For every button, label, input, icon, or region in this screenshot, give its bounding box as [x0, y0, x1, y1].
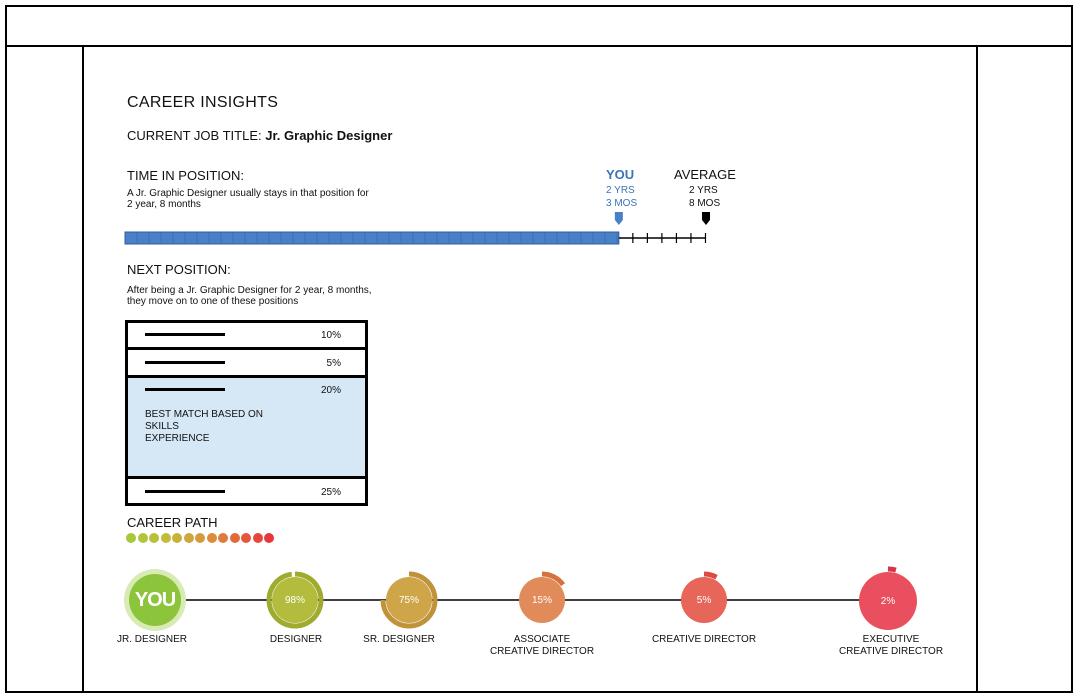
career-scale-dot: [149, 533, 159, 543]
associate-node-value: 15%: [531, 594, 552, 606]
time-desc-line1: A Jr. Graphic Designer usually stays in …: [127, 188, 369, 199]
designer-ring: [266, 571, 324, 629]
executive-ring: [887, 566, 897, 573]
time-in-position-heading: TIME IN POSITION:: [127, 168, 245, 183]
career-path-color-scale: [126, 533, 286, 544]
time-desc-line2: 2 year, 8 months: [127, 199, 201, 210]
position-percent: 20%: [320, 385, 341, 396]
position-option-best-match[interactable]: 20% BEST MATCH BASED ON SKILLS EXPERIENC…: [125, 375, 368, 479]
career-scale-dot: [241, 533, 251, 543]
creative-director-node[interactable]: 5%: [681, 577, 727, 623]
position-title-placeholder: [145, 490, 225, 493]
career-scale-dot: [172, 533, 182, 543]
associate-ring: [541, 571, 566, 587]
best-match-skills: SKILLS: [145, 421, 179, 432]
career-scale-dot: [252, 533, 263, 543]
position-title-placeholder: [145, 388, 225, 391]
designer-node[interactable]: 98%: [272, 577, 318, 623]
position-title-placeholder: [145, 361, 225, 364]
career-scale-dot: [183, 533, 194, 543]
node-label-sr-designer: SR. DESIGNER: [363, 634, 435, 645]
you-node[interactable]: YOU: [124, 569, 186, 631]
career-scale-dot: [229, 533, 240, 543]
position-title-placeholder: [145, 333, 225, 336]
you-node-inner: YOU: [129, 574, 181, 626]
job-title-label: CURRENT JOB TITLE:: [127, 128, 262, 143]
career-scale-dot: [218, 533, 228, 543]
average-label: AVERAGE: [674, 167, 736, 182]
sr-designer-node-value: 75%: [398, 594, 419, 606]
career-scale-dot: [137, 533, 148, 543]
sr-designer-ring: [380, 571, 438, 629]
position-percent: 10%: [320, 330, 341, 341]
best-match-note: BEST MATCH BASED ON: [145, 409, 263, 420]
creative-director-ring: [703, 571, 718, 580]
career-scale-dot: [160, 533, 171, 543]
you-marker: [614, 212, 623, 225]
average-marker: [702, 212, 710, 225]
creative-director-node-value: 5%: [696, 594, 712, 606]
executive-node-value: 2%: [880, 595, 896, 607]
position-percent: 5%: [326, 358, 341, 369]
node-label-designer: DESIGNER: [269, 634, 323, 645]
career-path-heading: CAREER PATH: [127, 515, 218, 530]
position-option[interactable]: 25%: [125, 476, 368, 506]
node-label-executive-creative-director: EXECUTIVE CREATIVE DIRECTOR: [838, 634, 944, 657]
designer-node-value: 98%: [284, 594, 305, 606]
executive-creative-director-node[interactable]: 2%: [859, 572, 917, 630]
you-months: 3 MOS: [606, 198, 638, 209]
job-title-value: Jr. Graphic Designer: [265, 128, 393, 143]
node-label-creative-director: CREATIVE DIRECTOR: [651, 634, 757, 645]
page-title: CAREER INSIGHTS: [127, 94, 279, 111]
average-years: 2 YRS: [689, 185, 718, 196]
position-percent: 25%: [320, 487, 341, 498]
next-desc-line1: After being a Jr. Graphic Designer for 2…: [127, 285, 372, 296]
career-scale-dot: [126, 533, 136, 543]
career-scale-dot: [195, 533, 205, 543]
node-label-associate-creative-director: ASSOCIATE CREATIVE DIRECTOR: [489, 634, 595, 657]
you-badge-text: YOU: [134, 588, 176, 611]
right-panel: [976, 45, 1073, 693]
next-position-heading: NEXT POSITION:: [127, 262, 231, 277]
average-months: 8 MOS: [689, 198, 721, 209]
best-match-experience: EXPERIENCE: [145, 433, 210, 444]
career-scale-dot: [264, 533, 274, 543]
you-label: YOU: [606, 167, 635, 182]
node-label-jr-designer: JR. DESIGNER: [116, 634, 188, 645]
sr-designer-node[interactable]: 75%: [386, 577, 432, 623]
career-scale-dot: [206, 533, 217, 543]
current-job-title: CURRENT JOB TITLE: Jr. Graphic Designer: [127, 128, 392, 143]
you-years: 2 YRS: [606, 185, 635, 196]
next-desc-line2: they move on to one of these positions: [127, 296, 299, 307]
associate-creative-director-node[interactable]: 15%: [519, 577, 565, 623]
